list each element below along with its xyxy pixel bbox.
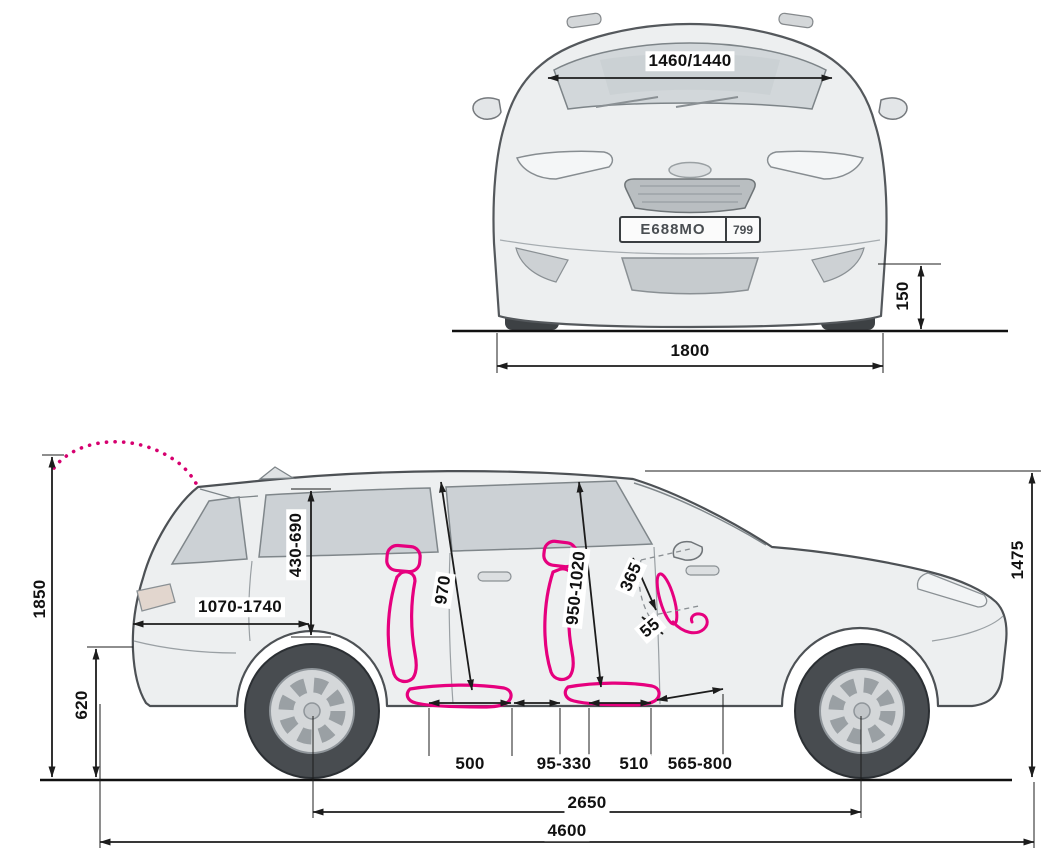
- antenna-fin: [258, 466, 296, 480]
- dim-label-wheelbase: 2650: [564, 793, 610, 813]
- dim-label-upper-width: 1460/1440: [645, 51, 735, 71]
- dim-label-seat-to-pedals: 565-800: [664, 754, 736, 774]
- dim-label-boot-length: 1070-1740: [195, 597, 285, 617]
- seats: [385, 539, 709, 709]
- dim-label-loading-height: 620: [72, 687, 92, 723]
- dim-line-970: [439, 481, 474, 691]
- dim-label-front-cushion: 510: [616, 754, 652, 774]
- mirror-right: [878, 97, 908, 120]
- pedal-curve: [671, 612, 709, 635]
- fog-housing-right: [811, 247, 865, 283]
- roof-rail-right: [778, 12, 814, 29]
- mirror-left: [472, 97, 502, 120]
- bumper-crease: [499, 239, 881, 255]
- dim-label-open-tailgate-height: 1850: [30, 576, 50, 622]
- headlight-right: [766, 150, 865, 180]
- dim-label-rear-cushion: 500: [452, 754, 488, 774]
- quarter-glass: [170, 496, 248, 565]
- dim-label-boot-height: 430-690: [286, 509, 306, 581]
- side-mirror: [672, 540, 704, 561]
- dim-label-seat-travel: 95-330: [533, 754, 595, 774]
- wipers: [595, 96, 739, 108]
- license-plate: Е688МО 799: [619, 216, 761, 243]
- dim-label-ground-clearance: 150: [893, 278, 913, 314]
- front-door-handle: [685, 565, 720, 576]
- side-view-dimensions: [42, 454, 1041, 848]
- dim-label-overall-width: 1800: [667, 341, 713, 361]
- fog-housing-left: [515, 247, 569, 283]
- rear-wheel: [244, 643, 380, 779]
- license-plate-region: 799: [725, 218, 759, 241]
- roof-rail-left: [566, 12, 602, 29]
- dim-line-565-800: [656, 687, 724, 702]
- rear-door-handle: [477, 571, 512, 582]
- dim-line-950-1020: [576, 481, 604, 688]
- rear-bumper-seam: [133, 640, 237, 654]
- front-bumper-seam: [931, 615, 1004, 642]
- dim-label-overall-height: 1475: [1008, 537, 1028, 583]
- tailgate-swing-arc: [52, 439, 199, 487]
- grille-mesh: [638, 185, 742, 203]
- license-plate-number: Е688МО: [640, 221, 706, 238]
- lower-intake: [620, 257, 760, 295]
- brand-badge: [668, 161, 712, 179]
- front-door-glass: [445, 480, 654, 552]
- front-wheel: [794, 643, 930, 779]
- dim-label-overall-length: 4600: [544, 821, 590, 841]
- front-view-car: [452, 12, 1008, 333]
- head-lamp: [916, 572, 988, 608]
- windshield-edge: [633, 482, 767, 546]
- side-view-car: [40, 439, 1012, 782]
- headlight-left: [515, 150, 614, 180]
- tail-lamp: [136, 583, 176, 612]
- rear-seat-back: [386, 570, 418, 684]
- grille: [624, 178, 756, 214]
- front-view-dimensions: [496, 74, 941, 373]
